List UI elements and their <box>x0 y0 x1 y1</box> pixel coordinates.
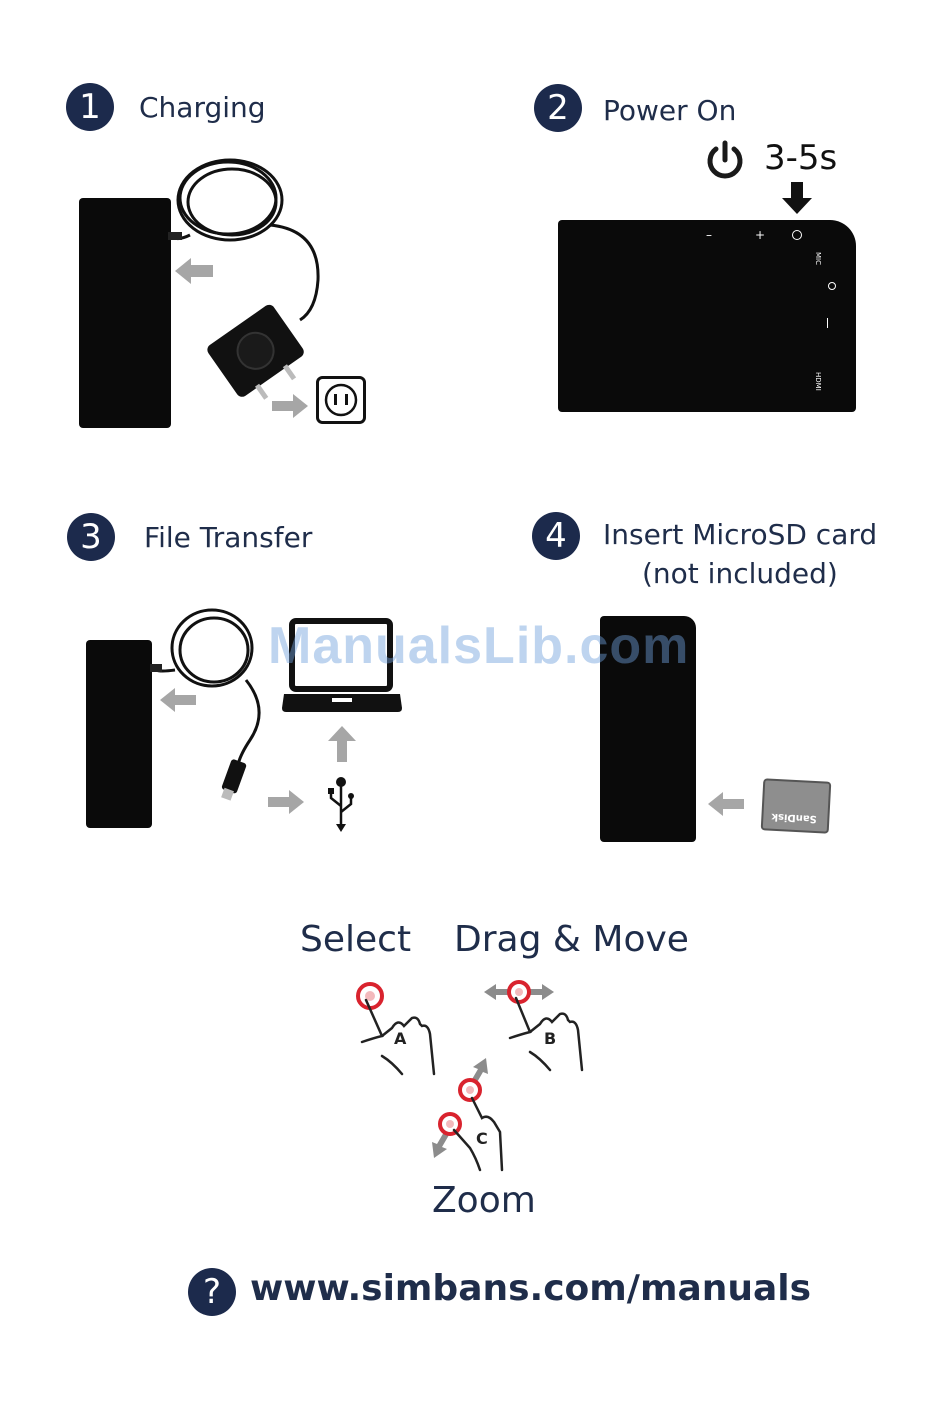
tablet-side-view-transfer <box>86 640 152 828</box>
step-1-badge: 1 <box>66 83 114 131</box>
gesture-zoom-label: Zoom <box>432 1180 536 1221</box>
gesture-drag-label: Drag & Move <box>454 919 689 960</box>
gesture-letter-c: C <box>476 1129 488 1148</box>
arrow-left-icon <box>708 792 744 816</box>
tablet-top-view <box>558 220 856 412</box>
step-2-title: Power On <box>603 94 736 127</box>
usb-port-icon <box>827 318 836 328</box>
microsd-brand-label: SanDisk <box>771 811 817 824</box>
arrow-right-icon <box>268 790 304 814</box>
arrow-right-icon <box>272 394 308 418</box>
arrow-up-icon <box>328 726 356 762</box>
gesture-letter-b: B <box>544 1029 556 1048</box>
arrow-left-icon <box>160 688 196 712</box>
zoom-gesture-hand-icon: C <box>430 1058 510 1176</box>
power-duration: 3-5s <box>764 138 837 178</box>
gesture-select-label: Select <box>300 919 411 960</box>
usb-symbol-icon <box>326 776 356 832</box>
power-icon <box>704 139 746 181</box>
tablet-side-view-charging <box>79 198 171 428</box>
step-3-badge: 3 <box>67 513 115 561</box>
hdmi-port-label: HDMI <box>814 372 822 391</box>
arrow-left-icon <box>175 258 213 284</box>
wall-outlet-icon <box>316 376 366 424</box>
mic-port-label: MIC <box>814 252 822 265</box>
power-button-icon <box>792 230 802 240</box>
step-4-title: Insert MicroSD card <box>603 518 877 551</box>
volume-minus-button: – <box>706 228 712 242</box>
manuals-url-link[interactable]: www.simbans.com/manuals <box>250 1268 811 1309</box>
volume-plus-button: + <box>755 228 765 242</box>
help-icon: ? <box>188 1268 236 1316</box>
step-2-badge: 2 <box>534 84 582 132</box>
arrow-down-icon <box>782 182 812 214</box>
headphone-port-icon <box>828 282 836 290</box>
step-4-subtitle: (not included) <box>642 557 838 590</box>
gesture-letter-a: A <box>394 1029 407 1048</box>
step-3-title: File Transfer <box>144 521 312 554</box>
watermark: ManualsLib.com <box>268 616 689 676</box>
tap-gesture-hand-icon: A <box>352 978 436 1078</box>
microsd-card: SanDisk <box>761 778 832 833</box>
step-1-title: Charging <box>139 91 266 124</box>
step-4-badge: 4 <box>532 512 580 560</box>
